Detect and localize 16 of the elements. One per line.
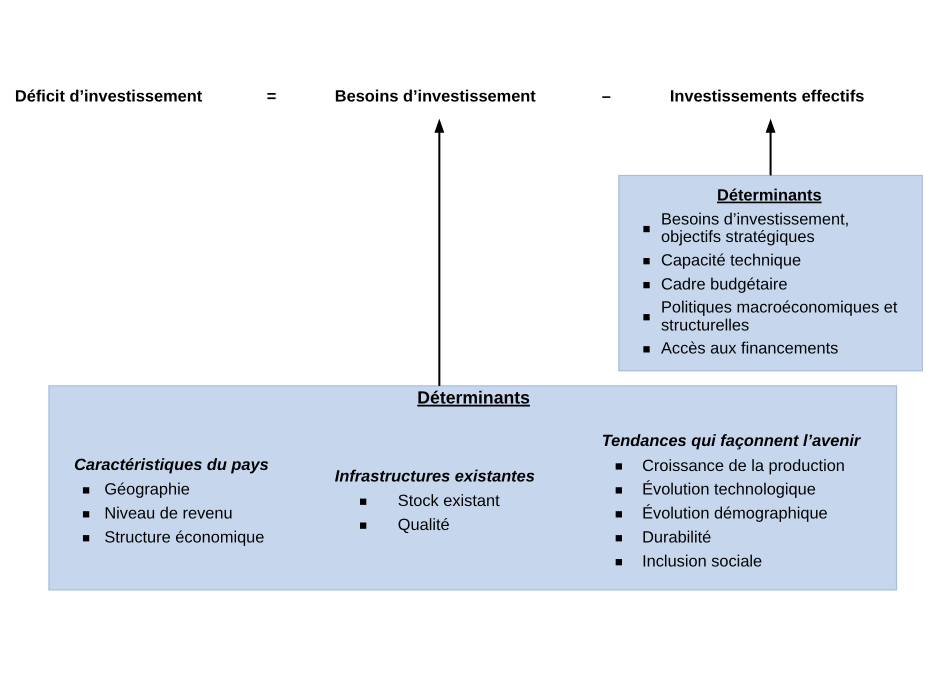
node-text: Déficit d’investissement <box>14 88 202 106</box>
node-label: Qualité <box>398 516 450 534</box>
node-text: Besoins d’investissement <box>334 88 536 106</box>
node-label: Géographie <box>104 480 190 499</box>
node-label: Niveau de revenu <box>104 504 233 523</box>
label: – <box>602 88 611 106</box>
node-label: Caractéristiques du pays <box>74 456 269 474</box>
label: = <box>266 88 276 106</box>
node-label: Structure économique <box>104 528 264 547</box>
node-label: Stock existant <box>398 492 500 510</box>
arrow <box>434 118 444 386</box>
node-box: Déterminants Besoins d’investissement, objectifs stratégiques Capacité technique Cadre budgétaire Politiques macroéconomiques et structurelles Accès aux financements <box>618 174 923 372</box>
arrow <box>766 118 776 176</box>
node-label: Infrastructures existantes <box>334 467 535 486</box>
node-text: Tendances qui façonnent l’avenir Croissance de la production Évolution technologique Évolution démographique Durabilité Inclusion sociale <box>602 432 860 570</box>
node-text: Investissements effectifs <box>670 88 864 106</box>
